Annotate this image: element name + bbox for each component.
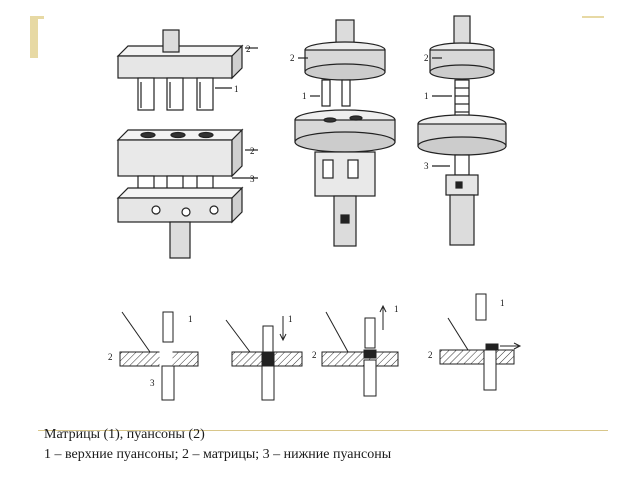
caption-title: Матрицы (1), пуансоны (2) [44, 427, 205, 442]
label-2: 2 [108, 352, 113, 362]
label-2: 2 [250, 146, 255, 156]
label-2: 2 [424, 53, 429, 63]
label-2: 2 [290, 53, 295, 63]
caption-rule [38, 430, 608, 431]
section-schematic-2 [225, 316, 303, 401]
label-3: 3 [250, 174, 255, 184]
label-1: 1 [288, 314, 293, 324]
drawing-round-die-single-punch [417, 15, 507, 246]
drawing-round-die-two-punches [294, 19, 396, 247]
frame-corner-top-left-cap [30, 16, 44, 19]
caption-legend: 1 – верхние пуансоны; 2 – матрицы; 3 – н… [44, 447, 392, 462]
label-2: 2 [312, 350, 317, 360]
label-2: 2 [428, 350, 433, 360]
section-schematic-4 [439, 293, 522, 391]
label-1: 1 [424, 91, 429, 101]
label-1: 1 [394, 304, 399, 314]
label-3: 3 [424, 161, 429, 171]
drawing-block-die-set [116, 29, 258, 259]
frame-corner-top-left [30, 16, 38, 58]
label-2: 2 [246, 44, 251, 54]
frame-corner-top-right [582, 16, 604, 18]
section-schematic-1 [119, 311, 199, 401]
label-1: 1 [188, 314, 193, 324]
label-1: 1 [500, 298, 505, 308]
section-schematic-3 [321, 304, 399, 397]
label-3: 3 [150, 378, 155, 388]
label-1: 1 [302, 91, 307, 101]
label-1: 1 [234, 84, 239, 94]
punch-die-illustration: 2 1 2 3 2 1 [108, 15, 522, 401]
